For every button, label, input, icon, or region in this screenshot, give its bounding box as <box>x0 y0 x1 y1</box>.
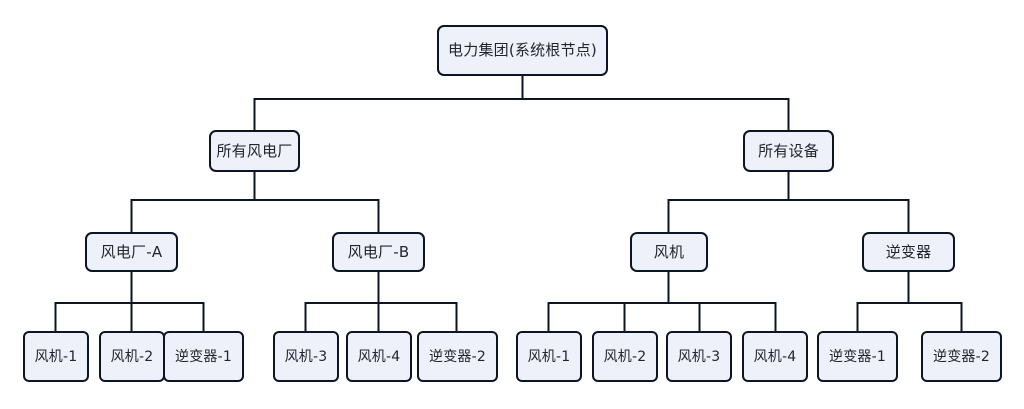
node-leaf-turbine-1[interactable]: 风机-1 <box>516 331 582 382</box>
node-inverter-category-label: 逆变器 <box>885 242 932 261</box>
node-leaf-farm-a-turbine-2-label: 风机-2 <box>110 348 154 365</box>
node-leaf-farm-a-turbine-1-label: 风机-1 <box>34 348 78 365</box>
node-root-label: 电力集团(系统根节点) <box>448 41 597 59</box>
node-leaf-inverter-2-label: 逆变器-2 <box>933 348 990 365</box>
node-leaf-turbine-3-label: 风机-3 <box>677 348 721 365</box>
node-leaf-turbine-4-label: 风机-4 <box>753 348 797 365</box>
node-leaf-farm-a-turbine-1[interactable]: 风机-1 <box>23 331 89 382</box>
node-all-wind-farms[interactable]: 所有风电厂 <box>209 130 300 172</box>
node-root[interactable]: 电力集团(系统根节点) <box>437 25 608 76</box>
node-leaf-farm-a-turbine-2[interactable]: 风机-2 <box>99 331 165 382</box>
node-wind-farm-b-label: 风电厂-B <box>347 242 410 261</box>
node-leaf-farm-b-turbine-4[interactable]: 风机-4 <box>346 331 412 382</box>
node-leaf-farm-a-inverter-1[interactable]: 逆变器-1 <box>163 331 244 382</box>
node-turbine-category-label: 风机 <box>653 242 685 261</box>
node-leaf-farm-b-turbine-3[interactable]: 风机-3 <box>273 331 339 382</box>
node-leaf-farm-b-turbine-4-label: 风机-4 <box>357 348 401 365</box>
node-leaf-turbine-3[interactable]: 风机-3 <box>666 331 732 382</box>
node-all-devices[interactable]: 所有设备 <box>743 130 834 172</box>
node-leaf-inverter-2[interactable]: 逆变器-2 <box>921 331 1002 382</box>
node-leaf-turbine-4[interactable]: 风机-4 <box>742 331 808 382</box>
node-leaf-farm-b-inverter-2-label: 逆变器-2 <box>429 348 486 365</box>
node-leaf-inverter-1-label: 逆变器-1 <box>829 348 886 365</box>
node-wind-farm-a[interactable]: 风电厂-A <box>85 232 178 272</box>
node-leaf-farm-b-inverter-2[interactable]: 逆变器-2 <box>417 331 498 382</box>
node-wind-farm-b[interactable]: 风电厂-B <box>332 232 425 272</box>
node-all-devices-label: 所有设备 <box>758 141 819 160</box>
node-leaf-farm-b-turbine-3-label: 风机-3 <box>284 348 328 365</box>
node-turbine-category[interactable]: 风机 <box>630 232 708 272</box>
node-leaf-turbine-1-label: 风机-1 <box>527 348 571 365</box>
node-all-wind-farms-label: 所有风电厂 <box>216 141 293 160</box>
node-wind-farm-a-label: 风电厂-A <box>100 242 163 261</box>
node-leaf-turbine-2[interactable]: 风机-2 <box>592 331 658 382</box>
node-inverter-category[interactable]: 逆变器 <box>862 232 955 272</box>
node-leaf-farm-a-inverter-1-label: 逆变器-1 <box>175 348 232 365</box>
node-leaf-turbine-2-label: 风机-2 <box>603 348 647 365</box>
node-leaf-inverter-1[interactable]: 逆变器-1 <box>817 331 898 382</box>
